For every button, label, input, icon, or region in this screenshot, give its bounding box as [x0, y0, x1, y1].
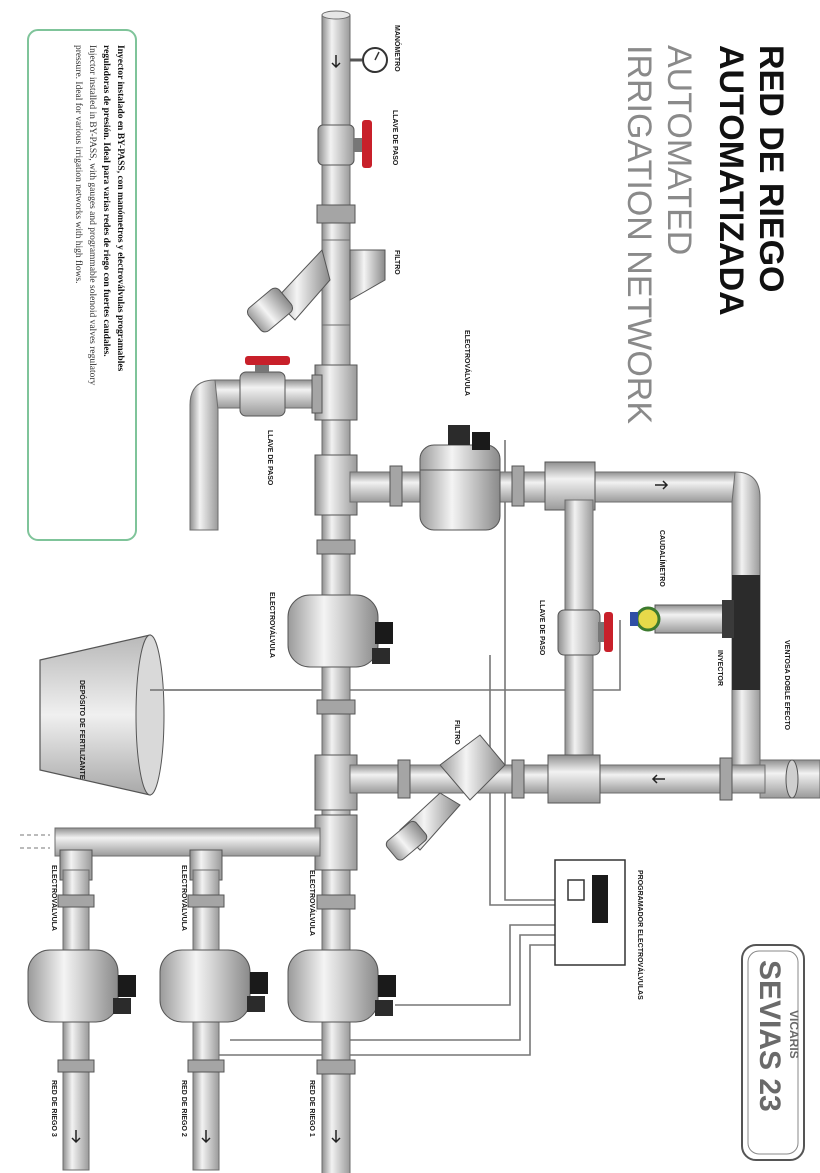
label-filtro-low: FILTRO [453, 720, 460, 745]
gate-valve-top-icon [317, 120, 372, 168]
solenoid-valve-3-icon [27, 949, 136, 1023]
title-line-4: IRRIGATION NETWORK [620, 45, 658, 424]
label-caudalimetro: CAUDALÍMETRO [658, 530, 667, 587]
label-electrovalvula-top: ELECTROVÁLVULA [463, 330, 472, 396]
label-llave-paso-mid: LLAVE DE PASO [266, 430, 273, 486]
filter-low-icon [385, 734, 506, 861]
solenoid-valve-2-icon [159, 949, 268, 1023]
label-ev-3: ELECTROVÁLVULA [50, 865, 59, 931]
label-electrovalvula-mid: ELECTROVÁLVULA [268, 592, 277, 658]
solenoid-valve-top-icon [419, 425, 501, 531]
title-line-1: RED DE RIEGO [752, 45, 790, 292]
valve-handle-icon [245, 356, 290, 365]
title-line-3: AUTOMATED [660, 45, 698, 255]
label-red-1: RED DE RIEGO 1 [308, 1080, 315, 1137]
label-programador: PROGRAMADOR ELECTROVÁLVULAS [636, 870, 645, 1000]
label-manometro: MANÓMETRO [393, 25, 402, 72]
solenoid-valve-mid-icon [287, 594, 393, 668]
fertilizer-tank-icon [39, 634, 320, 796]
brand-logo: SEVIAS 23 VICARIS [741, 944, 805, 1161]
label-llave-paso-bypass: LLAVE DE PASO [538, 600, 545, 656]
title-line-2: AUTOMATIZADA [712, 45, 750, 316]
logo-sub: VICARIS [787, 1010, 801, 1059]
solenoid-valve-1-icon [287, 949, 396, 1023]
bypass-pipe [557, 499, 613, 786]
label-red-2: RED DE RIEGO 2 [180, 1080, 187, 1137]
label-llave-paso-top: LLAVE DE PASO [391, 110, 398, 166]
label-deposito: DEPÓSITO DE FERTILIZANTE [78, 680, 87, 780]
drain-branch [189, 356, 323, 531]
air-valve [759, 759, 820, 799]
pressure-gauge-icon [350, 47, 388, 73]
logo-brand: SEVIAS 23 [753, 960, 786, 1112]
note-line-2: reguladoras de presión. Ideal para varia… [101, 45, 111, 357]
label-inyector: INYECTOR [716, 650, 723, 686]
note-line-4: pressure. Ideal for various irrigation n… [73, 45, 84, 284]
control-wires [140, 440, 621, 1056]
note-line-1: Inyector instalado en BY-PASS, con manóm… [115, 45, 125, 372]
label-deposito-group: DEPÓSITO DE FERTILIZANTE [78, 680, 87, 780]
label-ev-1: ELECTROVÁLVULA [308, 870, 317, 936]
lower-branch [349, 754, 766, 804]
label-filtro-top: FILTRO [393, 250, 400, 275]
controller-box-icon [554, 859, 626, 966]
label-ventosa: VENTOSA DOBLE EFECTO [783, 640, 790, 731]
component-labels: MANÓMETRO LLAVE DE PASO FILTRO LLAVE DE … [50, 25, 790, 1137]
title-block: RED DE RIEGO AUTOMATIZADA AUTOMATED IRRI… [620, 45, 790, 424]
injector-icon [630, 575, 760, 690]
note-line-3: Injector installed in BY-PASS, with gaug… [87, 45, 97, 386]
label-red-3: RED DE RIEGO 3 [50, 1080, 57, 1137]
filter-top-icon [246, 239, 386, 333]
note-box: Inyector instalado en BY-PASS, con manóm… [27, 29, 137, 541]
label-ev-2: ELECTROVÁLVULA [180, 865, 189, 931]
